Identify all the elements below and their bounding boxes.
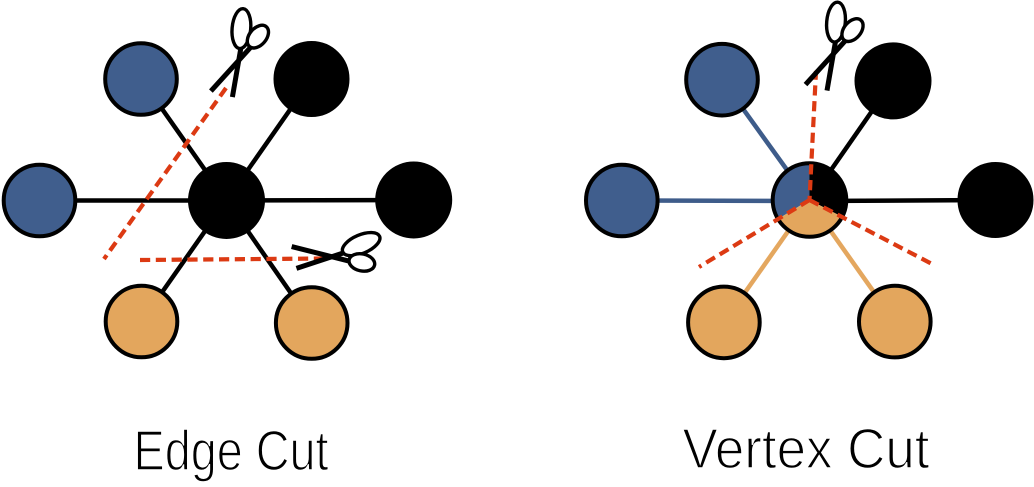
svg-text:Vertex Cut: Vertex Cut <box>683 417 930 481</box>
svg-text:Edge Cut: Edge Cut <box>134 419 329 483</box>
